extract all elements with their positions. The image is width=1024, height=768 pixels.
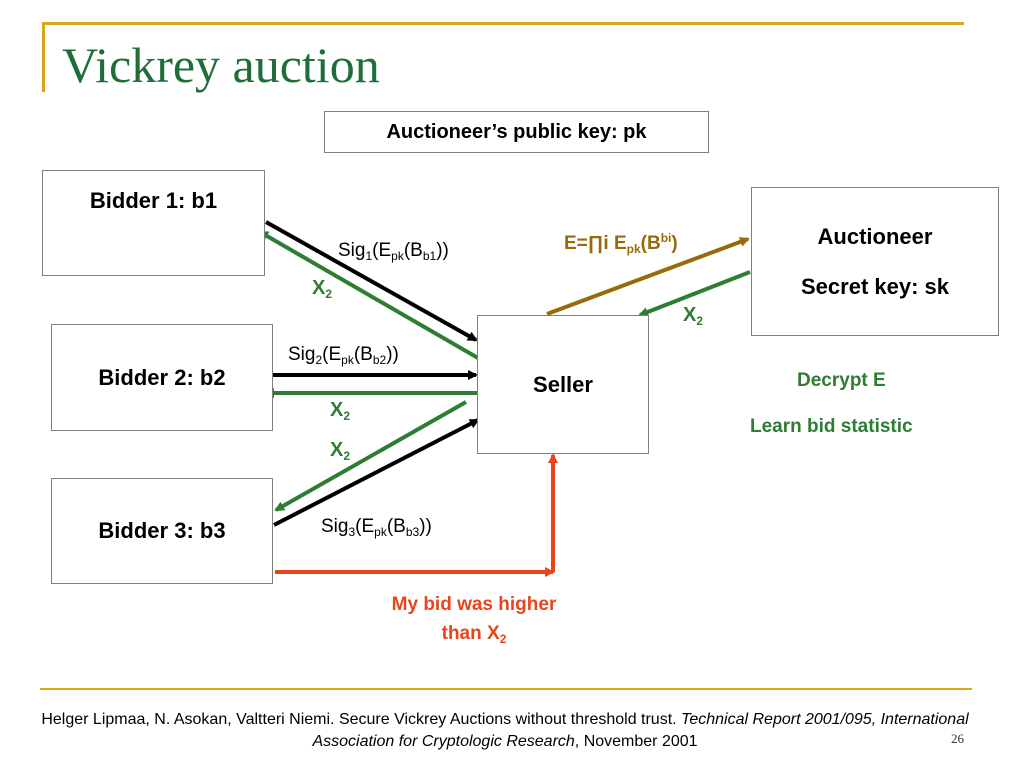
sig3-label: Sig3(Epk(Bb3)) <box>321 516 432 539</box>
sig2-label: Sig2(Epk(Bb2)) <box>288 344 399 367</box>
seller-box: Seller <box>477 315 649 454</box>
bidder-1-box: Bidder 1: b1 <box>42 170 265 276</box>
x2-label-seller: X2 <box>683 304 704 328</box>
page-number: 26 <box>951 731 964 746</box>
citation-authors: Helger Lipmaa, N. Asokan, Valtteri Niemi… <box>41 711 682 728</box>
auctioneer-label: Auctioneer <box>817 223 933 249</box>
citation: Helger Lipmaa, N. Asokan, Valtteri Niemi… <box>20 709 990 753</box>
citation-venue: Technical Report 2001/095, International… <box>312 711 969 750</box>
auctioneer-box: Auctioneer Secret key: sk <box>751 187 999 336</box>
left-accent-line <box>42 22 45 92</box>
public-key-box: Auctioneer’s public key: pk <box>324 111 709 153</box>
slide-title: Vickrey auction <box>62 37 380 93</box>
bidder-2-label: Bidder 2: b2 <box>98 364 226 390</box>
x2-label-bidder2: X2 <box>330 399 351 423</box>
footer-accent-line <box>40 688 972 690</box>
encryption-label: E=∏i Epk(Bbi) <box>564 231 678 256</box>
x2-label-bidder1: X2 <box>312 277 333 301</box>
citation-date: , November 2001 <box>574 733 698 750</box>
arrow-bid1-to-seller <box>265 220 478 342</box>
arrow-encryption-to-auctioneer <box>546 237 750 316</box>
bidder-3-label: Bidder 3: b3 <box>98 518 226 543</box>
arrow-bid3-to-seller <box>273 418 480 527</box>
top-accent-line <box>42 22 964 25</box>
learn-statistic-label: Learn bid statistic <box>750 416 913 437</box>
arrow-x2-to-bidder3 <box>274 400 467 512</box>
bidder-2-box: Bidder 2: b2 <box>51 324 273 431</box>
sig1-label: Sig1(Epk(Bb1)) <box>338 240 449 263</box>
arrow-x2-to-bidder1 <box>258 230 480 360</box>
complaint-label: My bid was higher than X2 <box>391 594 557 646</box>
bidder-1-label: Bidder 1: b1 <box>89 188 218 213</box>
secret-key-label: Secret key: sk <box>801 273 949 299</box>
bidder-3-box: Bidder 3: b3 <box>51 478 273 584</box>
public-key-label: Auctioneer’s public key: pk <box>386 120 647 143</box>
seller-label: Seller <box>533 371 593 397</box>
decrypt-label: Decrypt E <box>797 370 886 391</box>
x2-label-bidder3: X2 <box>330 439 351 463</box>
arrow-x2-to-seller <box>638 270 751 317</box>
